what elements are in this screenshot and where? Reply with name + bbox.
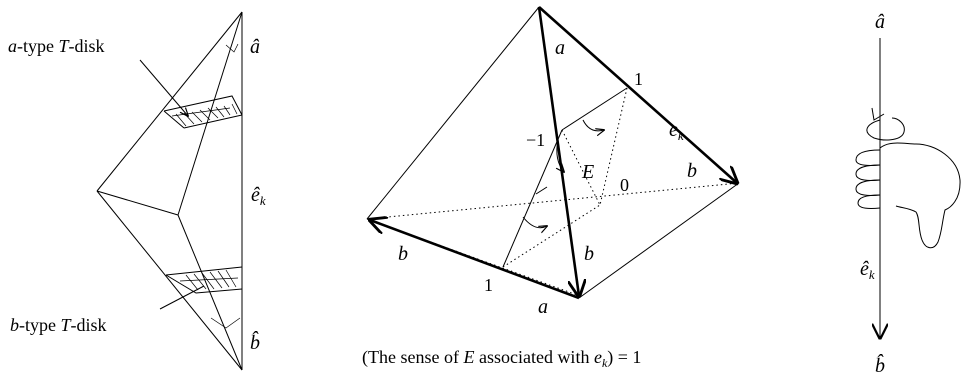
a-disk-label: a-type T-disk (8, 36, 105, 56)
hidden-edge-disk-top (561, 129, 601, 206)
caption: (The sense of E associated with ek) = 1 (362, 347, 641, 370)
curl-loop (866, 117, 905, 141)
middle-edge-a-bottom-label: a (538, 296, 548, 318)
hidden-edge-horizontal (366, 182, 740, 220)
inner-edge-top (177, 11, 243, 216)
bottom-corner-mark (210, 317, 241, 329)
hidden-edge-disk-bottom (502, 204, 601, 268)
hidden-edge-disk-right (599, 87, 628, 206)
disk-E-left-edge (502, 129, 563, 268)
top-corner-mark (225, 43, 239, 53)
right-bottom-label: b̂ (875, 353, 885, 377)
label-minus-one: −1 (526, 130, 545, 150)
middle-edge-b-center-label: b (584, 243, 594, 265)
tick-mark (535, 186, 548, 195)
inner-edge-bottom (177, 214, 243, 371)
right-top-label: â (875, 11, 885, 33)
b-disk-outline-top (165, 266, 243, 276)
left-bottom-vertex-label: b̂ (250, 330, 260, 354)
left-top-vertex-label: â (250, 36, 260, 58)
hand-fingers (855, 149, 881, 209)
cross-edge (96, 190, 179, 216)
left-tetrahedron (96, 11, 243, 371)
a-disk-outline-bottom (183, 114, 243, 129)
curl-arrow-bottom (522, 216, 547, 228)
edge-bottom-right (578, 182, 740, 299)
curl-arrow-left (557, 139, 564, 172)
edge-a-arrow (537, 6, 579, 296)
a-disk-outline-left (163, 110, 185, 129)
curl-arrow-top (582, 119, 604, 131)
right-hand-rule (855, 38, 961, 338)
middle-tetrahedron (366, 6, 740, 300)
curl-arrowhead (871, 107, 885, 121)
a-disk-pointer (139, 59, 188, 116)
middle-edge-a-top-label: a (555, 37, 565, 59)
left-edge-label: êk (251, 184, 266, 208)
edge-b-arrow (370, 220, 580, 300)
label-one-top: 1 (634, 69, 643, 89)
b-disk-label: b-type T-disk (10, 315, 107, 335)
b-disk-pointer (159, 285, 205, 310)
outer-edge-top (96, 11, 243, 192)
edge-ek-arrow (538, 6, 737, 183)
hand-outline (879, 142, 961, 249)
label-zero: 0 (620, 175, 629, 195)
middle-edge-b-right-label: b (687, 160, 697, 182)
outer-edge-bottom (96, 190, 243, 371)
label-E: E (581, 161, 594, 183)
edge-top-left (366, 6, 540, 220)
middle-edge-ek-label: ek (669, 119, 684, 143)
disk-E-top-edge (561, 87, 628, 131)
label-one-bottom: 1 (484, 275, 493, 295)
b-disk-outline-bottom (165, 274, 243, 294)
middle-edge-b-left-label: b (398, 243, 408, 265)
right-edge-label: êk (860, 258, 875, 282)
a-disk-outline-top (163, 95, 243, 116)
